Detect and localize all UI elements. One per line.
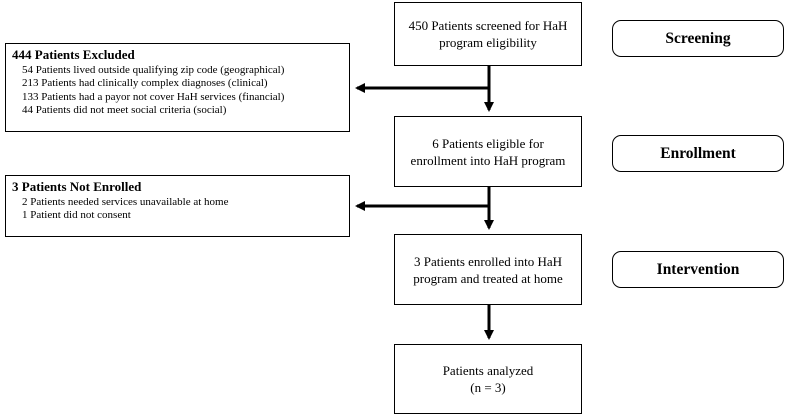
stage-intervention-label: Intervention [656, 260, 740, 278]
excluded-item: 44 Patients did not meet social criteria… [22, 104, 227, 117]
excluded-title: 444 Patients Excluded [12, 47, 135, 62]
eligible-text: 6 Patients eligible for enrollment into … [410, 135, 566, 168]
excluded-item: 133 Patients had a payor not cover HaH s… [22, 90, 285, 103]
stage-screening: Screening [612, 20, 784, 57]
analyzed-box: Patients analyzed (n = 3) [394, 344, 582, 414]
stage-enrollment: Enrollment [612, 135, 784, 172]
stage-screening-label: Screening [665, 29, 731, 47]
excluded-item: 54 Patients lived outside qualifying zip… [22, 64, 285, 76]
not-enrolled-box: 3 Patients Not Enrolled 2 Patients neede… [5, 175, 350, 237]
screened-box: 450 Patients screened for HaH program el… [394, 2, 582, 66]
not-enrolled-item: 1 Patient did not consent [22, 209, 131, 222]
analyzed-n: (n = 3) [470, 380, 506, 395]
enrolled-text: 3 Patients enrolled into HaH program and… [413, 253, 563, 286]
stage-enrollment-label: Enrollment [660, 144, 736, 162]
not-enrolled-title: 3 Patients Not Enrolled [12, 179, 142, 194]
enrolled-box: 3 Patients enrolled into HaH program and… [394, 234, 582, 305]
excluded-item: 213 Patients had clinically complex diag… [22, 77, 268, 90]
not-enrolled-item: 2 Patients needed services unavailable a… [22, 196, 229, 208]
screened-text: 450 Patients screened for HaH program el… [408, 18, 568, 50]
eligible-box: 6 Patients eligible for enrollment into … [394, 116, 582, 187]
stage-intervention: Intervention [612, 251, 784, 288]
analyzed-text: Patients analyzed [442, 363, 534, 378]
excluded-box: 444 Patients Excluded 54 Patients lived … [5, 43, 350, 132]
